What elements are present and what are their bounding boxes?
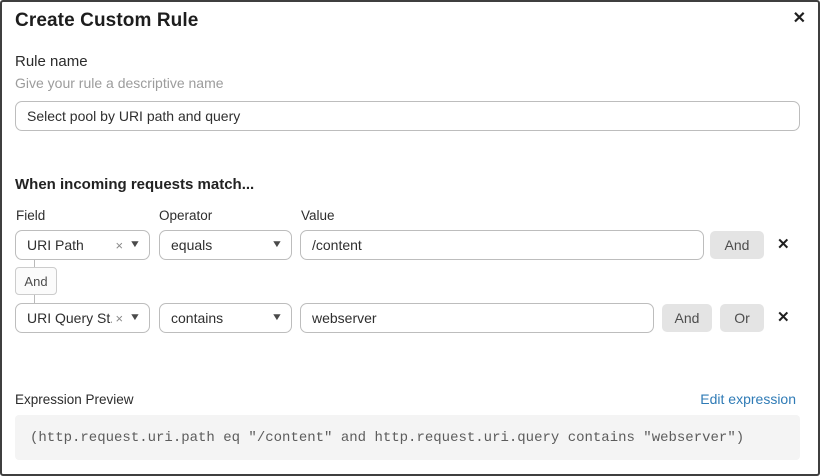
field-select-row1[interactable]: URI Path × ▼: [15, 230, 150, 260]
operator-select-row1[interactable]: equals ▼: [159, 230, 292, 260]
operator-select-row2[interactable]: contains ▼: [159, 303, 292, 333]
expression-preview-label: Expression Preview: [15, 392, 134, 407]
field-select-row2[interactable]: URI Query St... × ▼: [15, 303, 150, 333]
rule-name-input[interactable]: [15, 101, 800, 131]
connector-line-top: [34, 260, 35, 267]
field-select-row1-value: URI Path: [27, 237, 84, 253]
connector-line-bottom: [34, 295, 35, 303]
field-column-label: Field: [16, 208, 46, 223]
clear-selection-icon[interactable]: ×: [115, 310, 124, 326]
value-input-row1[interactable]: [300, 230, 704, 260]
clear-selection-icon[interactable]: ×: [115, 237, 124, 253]
close-icon[interactable]: ✕: [790, 9, 809, 29]
chevron-down-icon: ▼: [128, 312, 142, 323]
expression-code: (http.request.uri.path eq "/content" and…: [30, 429, 745, 446]
add-or-condition-button-row2[interactable]: Or: [720, 304, 764, 332]
match-section-heading: When incoming requests match...: [15, 176, 255, 193]
rule-name-helper: Give your rule a descriptive name: [15, 75, 224, 91]
operator-select-row1-value: equals: [171, 237, 213, 253]
operator-column-label: Operator: [159, 208, 213, 223]
page-title: Create Custom Rule: [15, 10, 199, 31]
add-and-condition-button-row1[interactable]: And: [710, 231, 764, 259]
operator-select-row2-value: contains: [171, 310, 224, 326]
and-connector-badge: And: [15, 267, 57, 295]
value-column-label: Value: [301, 208, 335, 223]
chevron-down-icon: ▼: [128, 239, 142, 250]
rule-name-label: Rule name: [15, 53, 88, 70]
value-input-row2[interactable]: [300, 303, 654, 333]
chevron-down-icon: ▼: [270, 312, 284, 323]
field-select-row2-value: URI Query St...: [27, 310, 112, 326]
remove-row-icon-row2[interactable]: ✕: [777, 309, 790, 326]
remove-row-icon-row1[interactable]: ✕: [777, 236, 790, 253]
expression-preview-box: (http.request.uri.path eq "/content" and…: [15, 415, 800, 460]
edit-expression-link[interactable]: Edit expression: [700, 391, 796, 407]
add-and-condition-button-row2[interactable]: And: [662, 304, 712, 332]
chevron-down-icon: ▼: [270, 239, 284, 250]
